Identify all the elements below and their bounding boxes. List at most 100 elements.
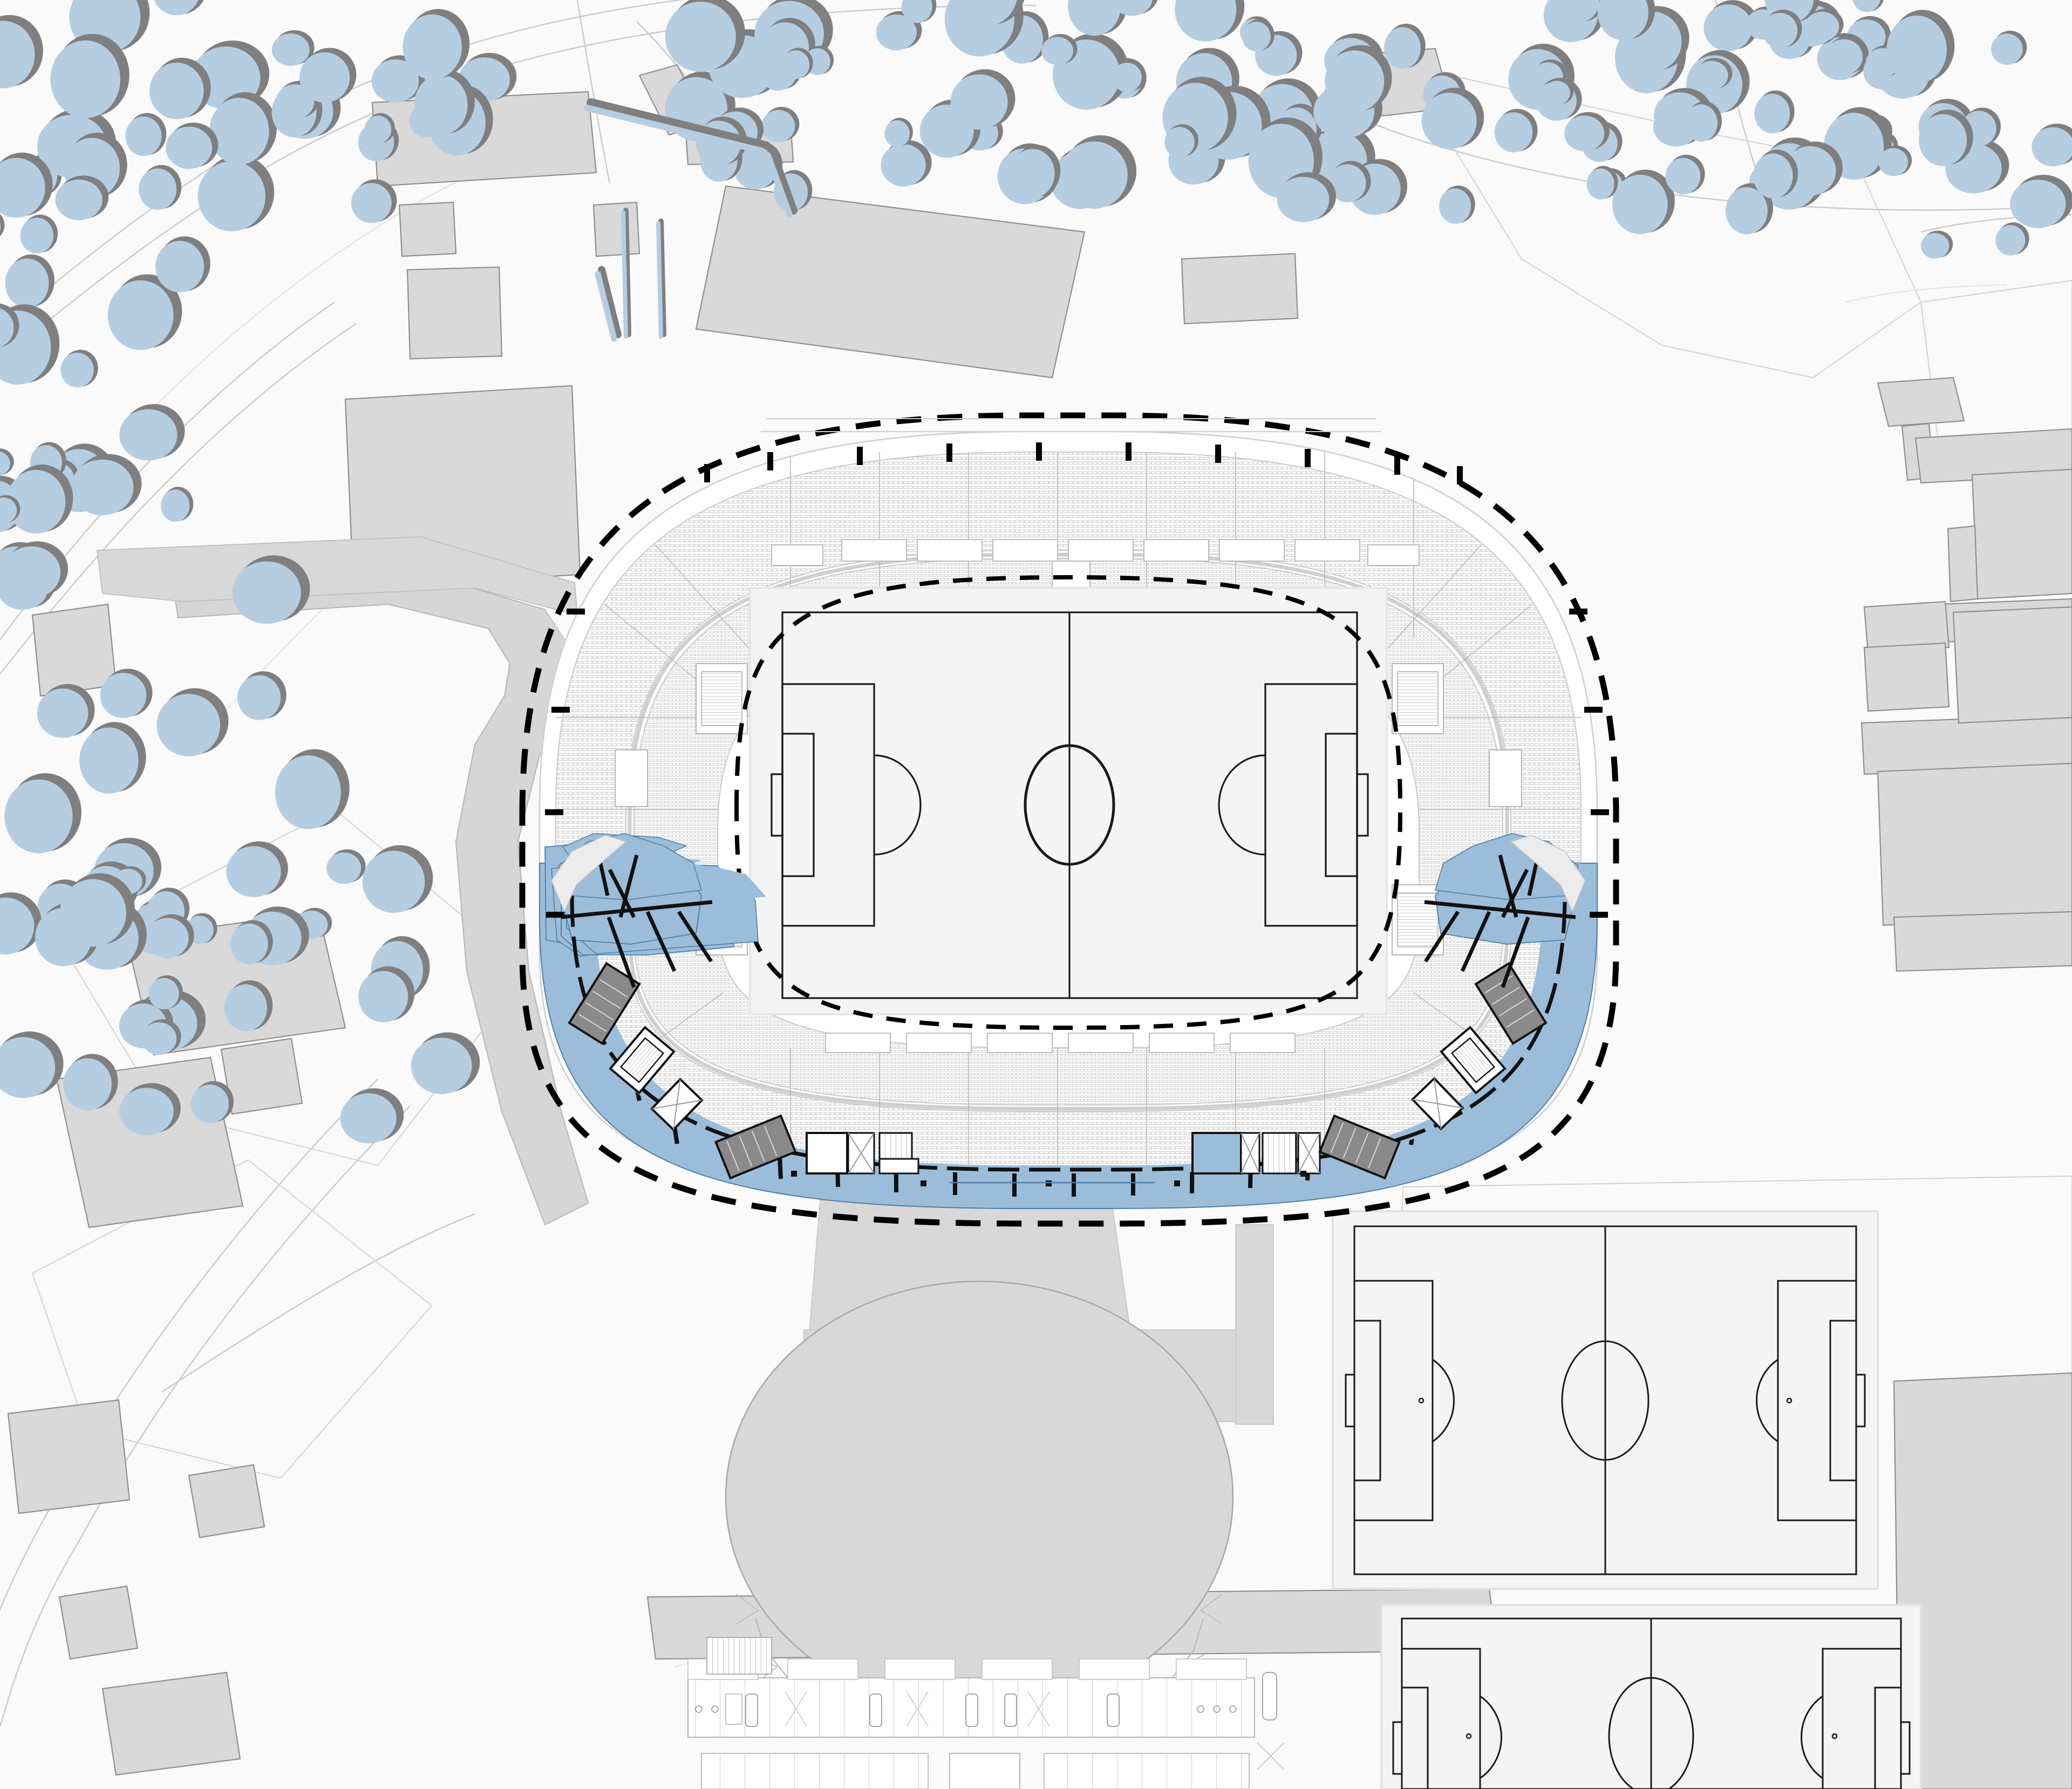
tree-canopy bbox=[191, 1084, 229, 1123]
tree-canopy bbox=[782, 50, 810, 79]
concourse-band bbox=[628, 552, 1509, 1111]
parked-cars bbox=[745, 1694, 1120, 1727]
tree-canopy bbox=[161, 489, 190, 522]
tree-canopy bbox=[1726, 187, 1768, 235]
tree-canopy bbox=[371, 59, 419, 103]
tree-canopy bbox=[340, 1093, 397, 1144]
tree-canopy bbox=[166, 126, 213, 169]
tree-canopy bbox=[0, 497, 17, 524]
tree-canopy bbox=[351, 183, 392, 223]
tree-canopy bbox=[1852, 0, 1880, 12]
tree-canopy bbox=[2010, 180, 2066, 228]
tree-canopy bbox=[1753, 153, 1793, 199]
tree-canopy bbox=[1825, 39, 1863, 74]
tree-canopy bbox=[79, 727, 139, 794]
tree-canopy bbox=[209, 98, 269, 165]
plaza-approach-pavement bbox=[96, 536, 578, 616]
pitch-perimeter-dashed bbox=[734, 575, 1403, 1030]
tree-canopy bbox=[59, 879, 126, 947]
tree-canopy bbox=[1060, 141, 1128, 209]
tree-canopy bbox=[0, 158, 45, 218]
centre-circle bbox=[1024, 744, 1115, 866]
tree-canopy bbox=[139, 168, 177, 210]
tree-canopy bbox=[0, 451, 10, 476]
hedge-rows bbox=[584, 98, 798, 342]
tree-canopies bbox=[0, 0, 2072, 1144]
tree-canopy bbox=[1111, 0, 1153, 16]
tree-canopy bbox=[1384, 27, 1421, 69]
tree-canopy bbox=[1439, 188, 1471, 224]
tree-canopy bbox=[0, 222, 1, 232]
tree-canopy bbox=[271, 33, 310, 66]
tree-canopy bbox=[1068, 0, 1121, 36]
tree-canopy bbox=[0, 308, 14, 347]
parking-area[interactable] bbox=[687, 1637, 1285, 1789]
plaza-ellipse bbox=[725, 1280, 1234, 1714]
tree-canopy bbox=[1612, 174, 1668, 234]
tree-canopy bbox=[326, 852, 362, 884]
tree-canopy bbox=[1991, 33, 2023, 65]
tree-canopy bbox=[876, 15, 917, 51]
tree-canopy bbox=[119, 1088, 174, 1136]
tree-canopy bbox=[362, 851, 425, 913]
tree-shadow bbox=[0, 214, 5, 236]
tree-canopy bbox=[224, 984, 267, 1032]
tree-canopy bbox=[1164, 127, 1195, 158]
tree-canopy bbox=[901, 0, 932, 23]
tree-canopy bbox=[1011, 149, 1055, 198]
tree-canopy bbox=[1805, 11, 1839, 42]
tree-canopy bbox=[197, 161, 265, 231]
main-pitch[interactable] bbox=[749, 587, 1388, 1015]
tree-canopy bbox=[1919, 114, 1967, 166]
tree-canopy bbox=[403, 14, 462, 80]
tree-canopy bbox=[1920, 233, 1950, 259]
tree-canopy bbox=[0, 1037, 56, 1098]
tree-canopy bbox=[1665, 158, 1701, 195]
tree-canopy bbox=[1494, 112, 1533, 153]
concourse-detail-marks bbox=[791, 1171, 1306, 1186]
tree-canopy bbox=[100, 673, 147, 718]
tree-canopy bbox=[141, 1022, 177, 1055]
tree-canopy bbox=[55, 179, 103, 221]
tree-canopy bbox=[1586, 168, 1614, 200]
training-pitch-1[interactable] bbox=[1332, 1210, 1879, 1590]
corner-block-walls-right bbox=[1424, 851, 1576, 988]
tree-canopy bbox=[155, 241, 205, 292]
tree-canopy bbox=[1784, 146, 1836, 196]
corner-perimeter-walkway bbox=[550, 835, 1586, 913]
tree-canopy bbox=[0, 897, 35, 955]
tree-canopy bbox=[358, 971, 408, 1022]
tree-canopy bbox=[411, 1037, 472, 1094]
tree-canopy bbox=[1754, 93, 1790, 133]
tree-canopy bbox=[149, 63, 204, 119]
tree-canopy bbox=[275, 755, 341, 829]
tree-canopy bbox=[156, 694, 221, 756]
tree-canopy bbox=[1556, 0, 1600, 23]
tree-canopy bbox=[761, 110, 795, 142]
training-pitch-2[interactable] bbox=[1380, 1604, 1922, 1789]
entrance-plaza[interactable] bbox=[725, 1200, 1274, 1730]
tree-canopy bbox=[107, 280, 174, 350]
tree-canopy bbox=[37, 688, 88, 738]
tree-canopy bbox=[665, 2, 736, 72]
tree-canopy bbox=[2032, 127, 2072, 167]
tree-canopy bbox=[1886, 15, 1947, 84]
tree-canopy bbox=[1878, 148, 1909, 176]
concourse-service-rooms[interactable] bbox=[568, 962, 1548, 1180]
tree-canopy bbox=[1277, 176, 1330, 222]
tree-canopy bbox=[1421, 92, 1477, 149]
tree-canopy bbox=[1685, 104, 1718, 142]
tree-canopy bbox=[881, 144, 926, 187]
north-service-strip bbox=[761, 418, 1381, 432]
tree-canopy bbox=[884, 120, 910, 147]
tree-canopy bbox=[146, 918, 189, 958]
tree-canopy bbox=[60, 352, 94, 388]
tree-canopy bbox=[1242, 22, 1271, 52]
tree-canopy bbox=[1762, 12, 1798, 49]
tree-canopy bbox=[299, 52, 350, 103]
tree-canopy bbox=[2, 546, 61, 599]
tree-canopy bbox=[6, 470, 66, 534]
boundary-tick-marks bbox=[545, 442, 1609, 918]
tree-canopy bbox=[125, 116, 162, 156]
